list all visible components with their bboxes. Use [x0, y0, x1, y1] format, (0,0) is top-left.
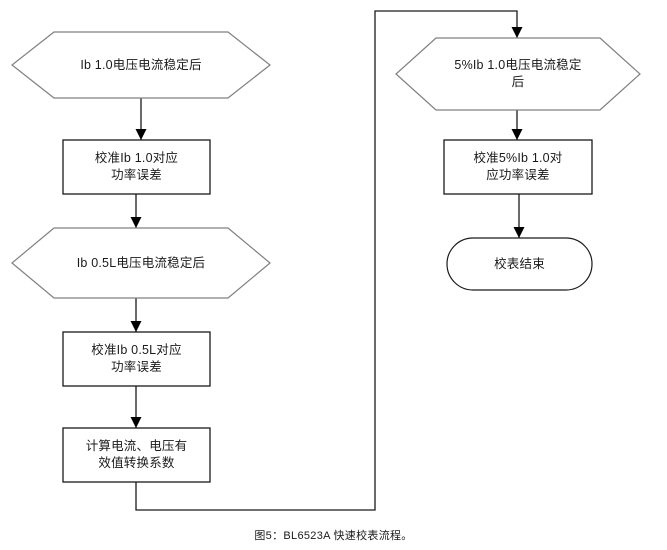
node-shape-layer — [11, 31, 641, 483]
node-calculate-rms-coefficients-shape — [62, 427, 211, 483]
node-ib-0-5l-stable-shape — [11, 227, 271, 299]
connector-box3-to-hex3-wrap-arrowhead — [511, 27, 523, 38]
node-calibrate-ib-1-0-shape — [62, 139, 211, 195]
node-5pct-ib-1-0-stable-shape — [395, 37, 641, 111]
node-calibration-end-shape — [446, 237, 593, 291]
connector-box4-to-end-arrowhead — [513, 227, 525, 238]
node-calibrate-ib-0-5l-shape — [62, 331, 211, 387]
node-ib-1-0-stable-shape — [11, 31, 271, 99]
connector-box3-to-hex3-wrap — [135, 10, 518, 511]
connector-box2-to-box3-arrowhead — [130, 417, 142, 428]
figure-caption: 图5：BL6523A 快速校表流程。 — [254, 530, 413, 542]
node-calibrate-5pct-ib-1-0-shape — [443, 139, 593, 195]
connector-box1-to-hex2-arrowhead — [130, 217, 142, 228]
connector-hex1-to-box1-arrowhead — [135, 129, 147, 140]
connector-layer — [130, 10, 525, 511]
connector-hex2-to-box2-arrowhead — [130, 321, 142, 332]
connector-hex3-to-box4-arrowhead — [511, 129, 523, 140]
